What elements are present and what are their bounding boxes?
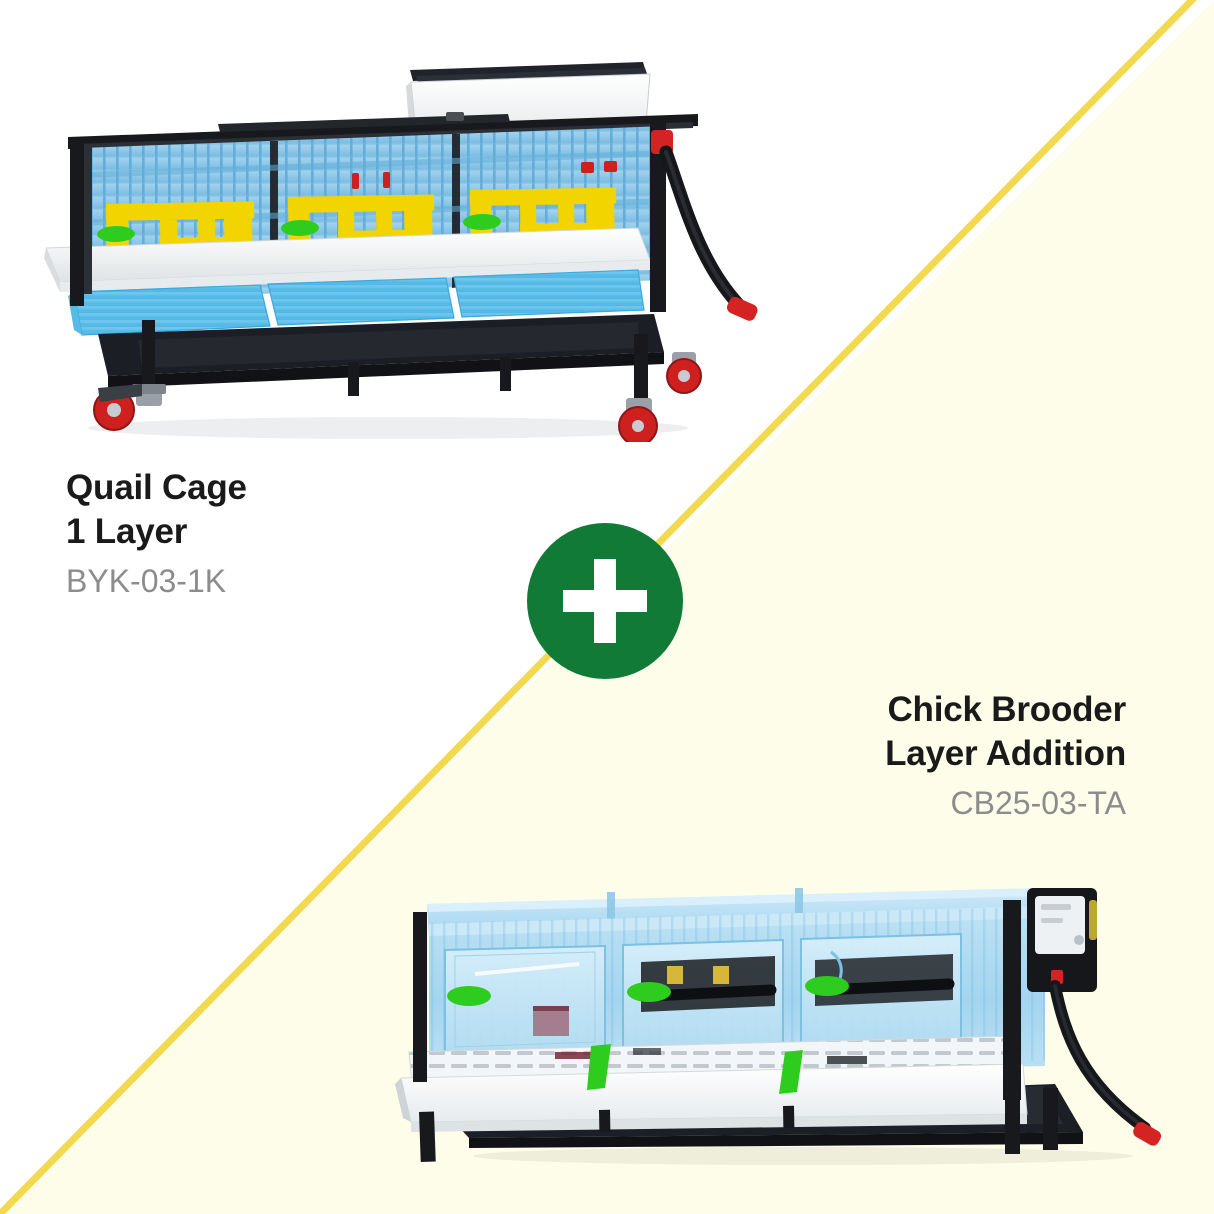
chick-brooder-sku: CB25-03-TA: [950, 784, 1126, 821]
label-chick-brooder: Chick Brooder Layer Addition CB25-03-TA: [885, 688, 1126, 824]
cage-base-tray: [98, 314, 664, 388]
cage-red-fittings: [352, 161, 617, 189]
quail-cage-sku: BYK-03-1K: [66, 562, 227, 599]
brooder-door-3: [800, 932, 962, 1045]
plus-combiner-icon: [527, 523, 683, 679]
brooder-door-1: [444, 944, 606, 1056]
chick-brooder-title-line-2: Layer Addition: [885, 734, 1126, 774]
brooder-legs: [419, 1088, 1058, 1162]
brooder-control-panel: [1035, 896, 1085, 954]
brooder-ground-shadow: [473, 1147, 1133, 1165]
brooder-latch-2: [627, 982, 671, 1002]
brooder-drain-hose: [1049, 980, 1162, 1146]
quail-cage-title-line-1: Quail Cage: [66, 468, 247, 507]
product-photo-quail-cage: [38, 52, 768, 442]
plus-vertical-bar: [594, 559, 616, 643]
brooder-latch-3: [805, 976, 849, 996]
brooder-door-panels: [444, 932, 962, 1056]
hose-end-cap: [727, 296, 758, 321]
brooder-right-post: [1003, 900, 1021, 1100]
cage-green-latches: [97, 213, 501, 243]
cage-floor-trays: [68, 269, 645, 336]
chick-brooder-title-line-1: Chick Brooder: [887, 690, 1126, 729]
cage-drain-hose: [651, 130, 758, 321]
brooder-hose-end-cap: [1133, 1122, 1162, 1146]
label-quail-cage: Quail Cage 1 Layer BYK-03-1K: [66, 466, 247, 602]
brooder-door-2: [622, 938, 784, 1051]
caster-left: [93, 384, 166, 431]
cage-egg-trough: [44, 227, 651, 292]
brooder-latch-1: [447, 986, 491, 1006]
brooder-control-module: [1003, 888, 1097, 1100]
cage-ground-shadow: [88, 417, 688, 439]
cage-caster-wheels: [93, 352, 702, 442]
quail-cage-title-line-2: 1 Layer: [66, 512, 188, 552]
caster-right-rear: [666, 352, 702, 394]
caster-right-front: [618, 398, 658, 442]
brooder-drain-tabs: [587, 1044, 803, 1094]
cage-top-clip: [446, 112, 464, 121]
brooder-left-post: [413, 912, 427, 1082]
product-photo-chick-brooder: [383, 866, 1183, 1166]
brooder-water-trough: [395, 1063, 1028, 1132]
cage-frame-posts: [70, 122, 666, 406]
